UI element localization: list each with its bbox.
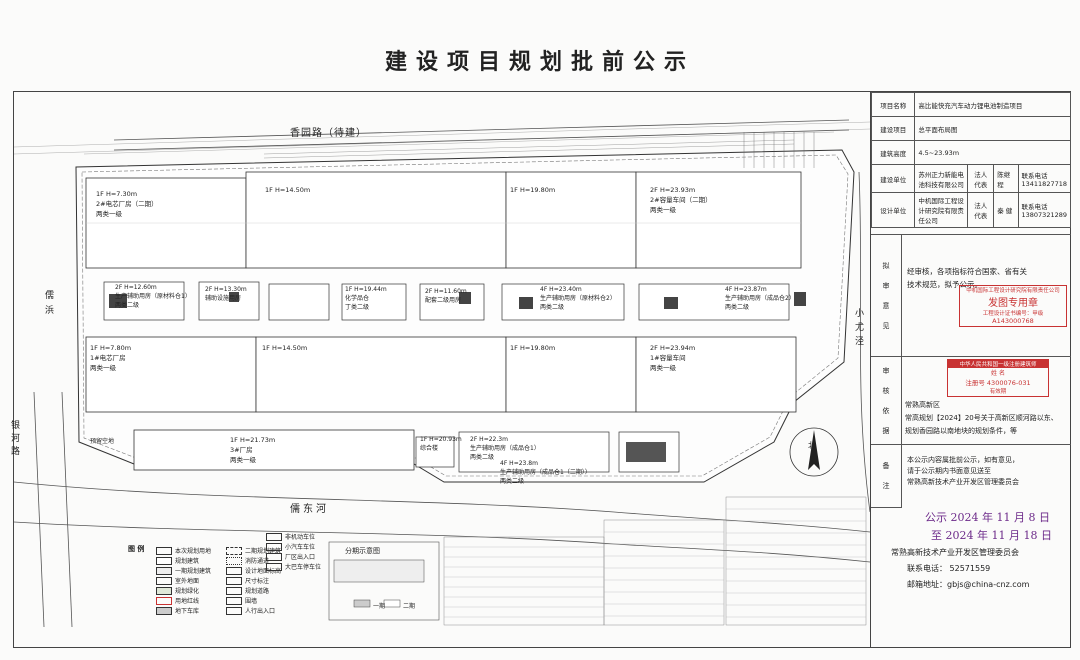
contact-email: 邮箱地址：gbjs@china-cnz.com xyxy=(907,580,1030,589)
building-1-capacity xyxy=(635,336,797,413)
info-panel: 项目名称 高比能快充汽车动力锂电池制造项目 建设项目 总平面布局图 建筑高度 4… xyxy=(870,92,1071,647)
contact-org: 常熟高新技术产业开发区管理委员会 xyxy=(891,548,1019,557)
review-section: 拟审意见 经审核，各项指标符合国家、省有关技术规范，拟予公示。 中机国际工程设计… xyxy=(871,234,1071,356)
remarks-text: 本公示内容属批前公示，如有意见，请于公示期内书面意见送至常熟高新技术产业开发区管… xyxy=(907,456,1019,486)
south-river xyxy=(14,481,870,533)
construction-unit-phone: 13411827718 xyxy=(1021,179,1068,188)
west-road xyxy=(33,391,45,627)
legend-title: 图 例 xyxy=(128,545,145,553)
north-arrow xyxy=(789,427,839,477)
legend: 图 例 本次规划用地 规划建筑 二期规划建筑 消防通道 一期规划建筑 设计地面标… xyxy=(128,532,322,615)
north-road-label: 香园路（待建） xyxy=(290,128,367,139)
building-label: 1F H=14.50m xyxy=(265,186,311,194)
design-stamp: 中机国际工程设计研究院有限责任公司 发图专用章 工程设计证书编号：甲级 A143… xyxy=(959,285,1067,327)
basis-text: 常熟高新区常高规划【2024】20号关于高新区顺河路以东、规划香园路以南地块的规… xyxy=(905,401,1058,435)
building-north-mid-b xyxy=(505,171,637,269)
building-height: 4.5~23.93m xyxy=(914,140,1071,165)
info-table: 项目名称 高比能快充汽车动力锂电池制造项目 建设项目 总平面布局图 建筑高度 4… xyxy=(870,92,1071,228)
east-river-label: 小尤泾 xyxy=(853,308,863,350)
index-map-phase2: 二期 xyxy=(403,603,416,610)
design-unit-name: 中机国际工程设计研究院有限责任公司 xyxy=(914,192,969,228)
design-unit-rep: 秦 健 xyxy=(993,192,1019,228)
architect-stamp: 中华人民共和国一级注册建筑师 姓 名 注册号 4300076-031 有效期 xyxy=(947,359,1049,397)
north-road xyxy=(113,119,850,151)
reserved-land-label: 预留空地 xyxy=(90,438,115,445)
building-3-plant xyxy=(133,429,415,471)
construction-unit-name: 苏州正力新能电池科技有限公司 xyxy=(914,164,969,193)
site-plan xyxy=(14,119,870,627)
east-river xyxy=(858,171,870,513)
west-road-label: 银河路 xyxy=(9,420,19,459)
index-map-phase1: 一期 xyxy=(373,603,386,610)
contact-phone: 联系电话： 52571559 xyxy=(907,564,991,573)
basis-section: 审核依据 中华人民共和国一级注册建筑师 姓 名 注册号 4300076-031 … xyxy=(871,356,1071,444)
remarks-section: 备注 本公示内容属批前公示，如有意见，请于公示期内书面意见送至常熟高新技术产业开… xyxy=(871,444,1071,647)
publicity-start: 公示 2024 年 11 月 8 日 xyxy=(925,511,1050,524)
page-title: 建设项目规划批前公示 xyxy=(384,50,695,75)
north-arrow-label: 北 xyxy=(808,441,816,450)
project-name: 高比能快充汽车动力锂电池制造项目 xyxy=(914,92,1071,117)
building-label: 1F H=14.50m xyxy=(262,344,308,352)
building-label: 1F H=19.80m xyxy=(510,344,556,352)
index-map-title: 分期示意图 xyxy=(345,547,380,555)
info-key: 项目名称 xyxy=(870,92,916,117)
review-text: 经审核，各项指标符合国家、省有关技术规范，拟予公示。 xyxy=(907,267,1027,289)
project-drawing: 总平面布局图 xyxy=(914,116,1071,141)
building-label: 1F H=19.80m xyxy=(510,186,556,194)
publicity-end: 至 2024 年 11 月 18 日 xyxy=(931,529,1052,542)
building-north-mid-a xyxy=(245,171,507,269)
building-2-capacity xyxy=(635,171,802,269)
design-unit-phone: 13807321289 xyxy=(1021,211,1068,219)
drawing-frame xyxy=(13,91,1071,648)
south-river-label: 儒东河 xyxy=(290,504,329,515)
west-creek-label: 儒浜 xyxy=(43,290,53,320)
construction-unit-rep: 陈继程 xyxy=(993,164,1019,193)
